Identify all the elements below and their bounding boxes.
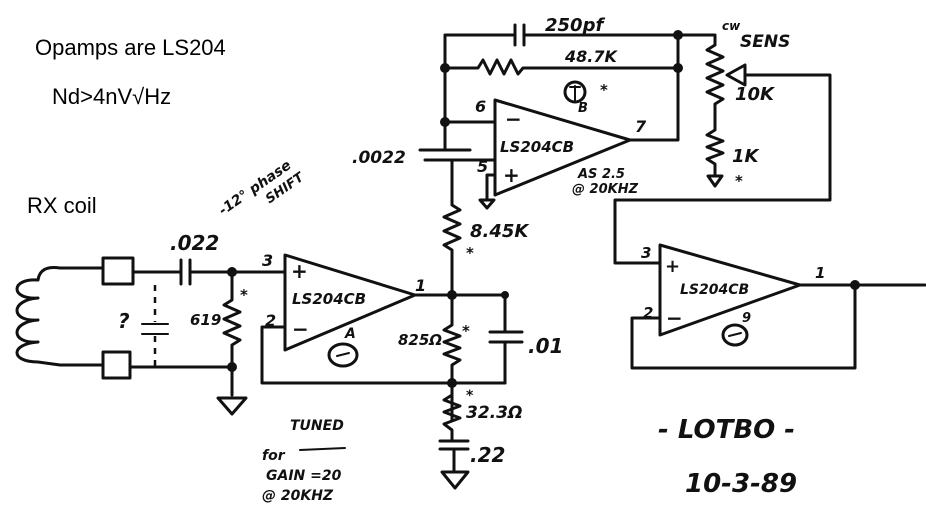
- svg-text:9: 9: [742, 311, 751, 326]
- svg-text:.022: .022: [170, 231, 219, 255]
- svg-text:619: 619: [190, 311, 221, 329]
- svg-text:1: 1: [815, 264, 825, 282]
- phase-shift-note: -12° phase SHIFT: [216, 157, 308, 219]
- svg-text:TUNED: TUNED: [290, 418, 344, 434]
- input-capacitor: .022: [131, 231, 287, 286]
- svg-text:2: 2: [265, 311, 276, 330]
- svg-text:LS204CB: LS204CB: [292, 290, 366, 308]
- svg-text:@ 20KHZ: @ 20KHZ: [262, 488, 334, 504]
- svg-text:825Ω: 825Ω: [398, 331, 442, 349]
- svg-text:−: −: [292, 317, 309, 341]
- svg-text:*: *: [600, 81, 608, 99]
- ground-icon: [216, 396, 248, 416]
- ground-icon: [440, 470, 470, 490]
- svg-text:AS 2.5: AS 2.5: [577, 167, 625, 182]
- svg-text:3: 3: [262, 251, 273, 270]
- svg-text:cw: cw: [722, 19, 741, 33]
- svg-text:B: B: [578, 101, 588, 116]
- svg-text:8.45K: 8.45K: [470, 221, 530, 242]
- author-signature: - LOTBO -: [658, 415, 795, 445]
- unknown-capacitor: ?: [118, 285, 169, 368]
- opamp-b: LS204CB − + 6 5 7 B * AS 2.5 @ 20KHZ: [475, 80, 647, 210]
- coil-connector-top: [101, 256, 135, 286]
- svg-text:LS204CB: LS204CB: [500, 138, 574, 156]
- svg-text:−: −: [666, 306, 683, 330]
- svg-text:7: 7: [635, 117, 647, 136]
- noise-note: Nd>4nV√Hz: [52, 84, 171, 109]
- svg-text:.0022: .0022: [352, 148, 406, 168]
- svg-text:1: 1: [415, 276, 426, 295]
- svg-text:5: 5: [477, 157, 488, 176]
- svg-text:@ 20KHZ: @ 20KHZ: [572, 182, 639, 197]
- sensitivity-pot: * cw SENS 10K 1K: [613, 19, 832, 265]
- svg-text:1K: 1K: [732, 146, 761, 167]
- svg-text:−: −: [505, 107, 522, 131]
- svg-text:A: A: [344, 326, 356, 342]
- svg-text:3: 3: [641, 244, 651, 262]
- coil-connector-bottom: [101, 350, 132, 380]
- svg-text:GAIN =20: GAIN =20: [266, 468, 342, 484]
- svg-text:SENS: SENS: [740, 32, 790, 52]
- svg-text:6: 6: [475, 97, 486, 116]
- svg-text:32.3Ω: 32.3Ω: [466, 403, 522, 423]
- svg-text:250pf: 250pf: [545, 15, 605, 36]
- svg-text:10K: 10K: [735, 84, 776, 105]
- svg-text:*: *: [735, 172, 743, 190]
- svg-text:2: 2: [643, 304, 653, 322]
- svg-text:*: *: [466, 388, 474, 404]
- svg-text:.01: .01: [528, 334, 563, 358]
- tuning-note: TUNED for GAIN =20 @ 20KHZ: [262, 418, 346, 504]
- ground-icon: [706, 174, 724, 188]
- title-note: Opamps are LS204: [35, 35, 226, 60]
- svg-text:+: +: [503, 163, 520, 187]
- opamp-a: LS204CB + − 3 2 1 A: [260, 251, 507, 385]
- svg-text:*: *: [462, 322, 470, 340]
- feedback-network-a: .01 825Ω * 32.3Ω * .22 8.45K * .0022 250…: [352, 15, 683, 490]
- svg-text:+: +: [291, 259, 308, 283]
- input-resistor: 619 *: [128, 270, 248, 416]
- svg-text:LS204CB: LS204CB: [680, 282, 749, 298]
- svg-text:.22: .22: [470, 443, 505, 467]
- svg-text:for: for: [262, 448, 286, 464]
- svg-text:?: ?: [118, 309, 130, 333]
- svg-text:*: *: [240, 286, 248, 304]
- svg-text:48.7K: 48.7K: [564, 47, 618, 66]
- date: 10-3-89: [685, 469, 797, 499]
- coil-label: RX coil: [27, 193, 97, 218]
- svg-text:*: *: [466, 244, 474, 262]
- svg-text:+: +: [665, 256, 680, 277]
- opamp-c: LS204CB + − 3 2 1 9: [630, 243, 926, 370]
- rx-coil: [15, 256, 135, 380]
